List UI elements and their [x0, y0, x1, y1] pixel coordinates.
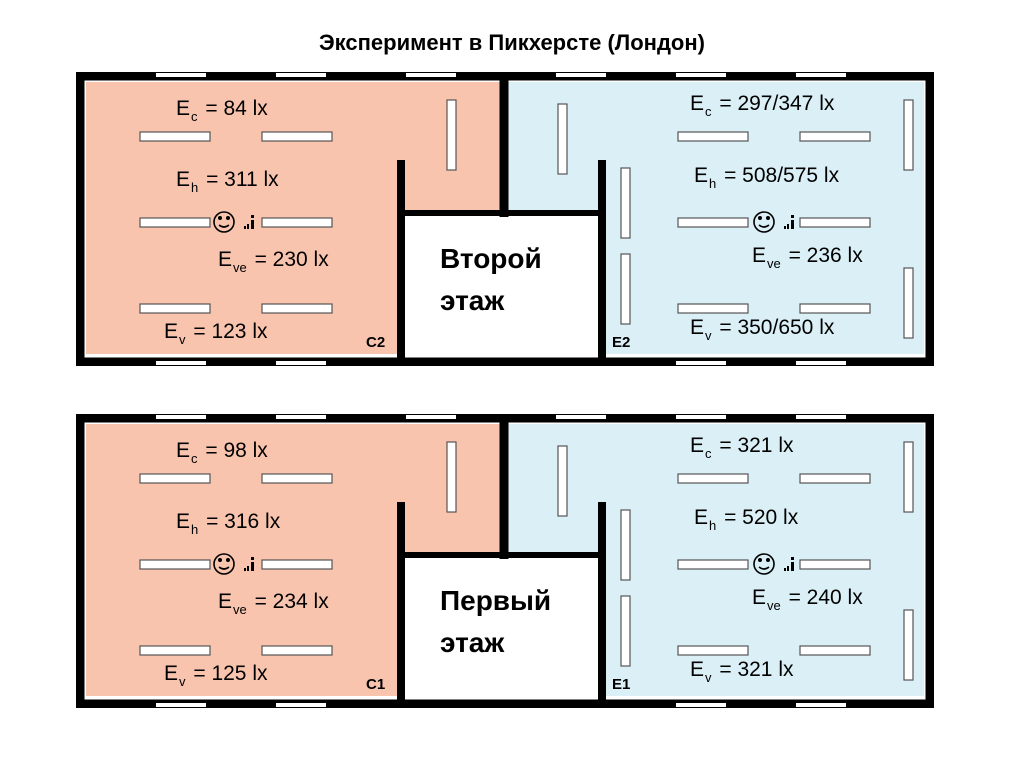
left-room-code: C2: [366, 334, 386, 351]
luminaire: [620, 595, 631, 667]
luminaire: [903, 609, 914, 681]
right-eh-label: Eh = 520 lx: [694, 506, 799, 533]
luminaire: [677, 559, 749, 570]
luminaire: [799, 303, 871, 314]
windows: [156, 73, 846, 365]
luminaire: [261, 217, 333, 228]
outer-wall: [76, 414, 934, 708]
luminaire: [677, 303, 749, 314]
floor-plan-drawing: [76, 72, 934, 366]
luminaire: [677, 645, 749, 656]
windows: [156, 415, 846, 707]
luminaire: [799, 131, 871, 142]
luminaire: [139, 559, 211, 570]
luminaire: [261, 131, 333, 142]
luminaire: [446, 441, 457, 513]
right-room-code: E1: [612, 676, 631, 693]
left-room-code: C1: [366, 676, 386, 693]
left-eve-label: Eve = 234 lx: [218, 590, 329, 617]
luminaire: [677, 131, 749, 142]
right-ev-label: Ev = 350/650 lx: [690, 316, 835, 343]
luminaires: [139, 441, 914, 681]
smiley-face-icon: [213, 211, 235, 233]
luminaire: [799, 473, 871, 484]
signal-bars-icon: [784, 557, 794, 571]
left-eh-label: Eh = 311 lx: [176, 168, 279, 195]
signal-bars-icon: [244, 557, 254, 571]
luminaire: [261, 559, 333, 570]
left-ec-label: Ec = 84 lx: [176, 97, 268, 124]
right-eve-label: Eve = 240 lx: [752, 586, 863, 613]
left-eh-label: Eh = 316 lx: [176, 510, 281, 537]
floor-plan-1: Ec = 84 lx Eh = 311 lx Eve = 230 lx Ev =…: [76, 72, 934, 366]
right-ev-label: Ev = 321 lx: [690, 658, 794, 685]
luminaire: [620, 509, 631, 581]
left-ec-label: Ec = 98 lx: [176, 439, 268, 466]
luminaire: [139, 473, 211, 484]
floor-name: Первый этаж: [440, 580, 551, 664]
luminaire: [261, 645, 333, 656]
right-room-code: E2: [612, 334, 631, 351]
luminaire: [557, 445, 568, 517]
luminaire: [799, 559, 871, 570]
luminaire: [677, 217, 749, 228]
floor-plan-2: Ec = 98 lx Eh = 316 lx Eve = 234 lx Ev =…: [76, 414, 934, 708]
left-ev-label: Ev = 123 lx: [164, 320, 268, 347]
right-eh-label: Eh = 508/575 lx: [694, 164, 840, 191]
luminaire: [261, 303, 333, 314]
luminaire: [620, 167, 631, 239]
floor-name-line-2: этаж: [440, 285, 505, 316]
luminaire: [139, 303, 211, 314]
page-title: Эксперимент в Пикхерсте (Лондон): [319, 30, 705, 55]
floor-name: Второй этаж: [440, 238, 542, 322]
luminaire: [677, 473, 749, 484]
left-ev-label: Ev = 125 lx: [164, 662, 268, 689]
right-eve-label: Eve = 236 lx: [752, 244, 863, 271]
floor-name-line-1: Первый: [440, 585, 552, 616]
luminaires: [139, 99, 914, 339]
luminaire: [139, 217, 211, 228]
luminaire: [557, 103, 568, 175]
floor-name-line-1: Второй: [440, 243, 542, 274]
outer-wall: [76, 72, 934, 366]
luminaire: [903, 99, 914, 171]
luminaire: [446, 99, 457, 171]
signal-bars-icon: [784, 215, 794, 229]
luminaire: [903, 441, 914, 513]
luminaire: [799, 217, 871, 228]
luminaire: [139, 645, 211, 656]
signal-bars-icon: [244, 215, 254, 229]
smiley-face-icon: [753, 211, 775, 233]
smiley-face-icon: [213, 553, 235, 575]
luminaire: [799, 645, 871, 656]
luminaire: [903, 267, 914, 339]
luminaire: [620, 253, 631, 325]
left-eve-label: Eve = 230 lx: [218, 248, 329, 275]
luminaire: [261, 473, 333, 484]
luminaire: [139, 131, 211, 142]
floor-name-line-2: этаж: [440, 627, 505, 658]
right-ec-label: Ec = 321 lx: [690, 434, 794, 461]
right-ec-label: Ec = 297/347 lx: [690, 92, 835, 119]
smiley-face-icon: [753, 553, 775, 575]
floor-plan-drawing: [76, 414, 934, 708]
